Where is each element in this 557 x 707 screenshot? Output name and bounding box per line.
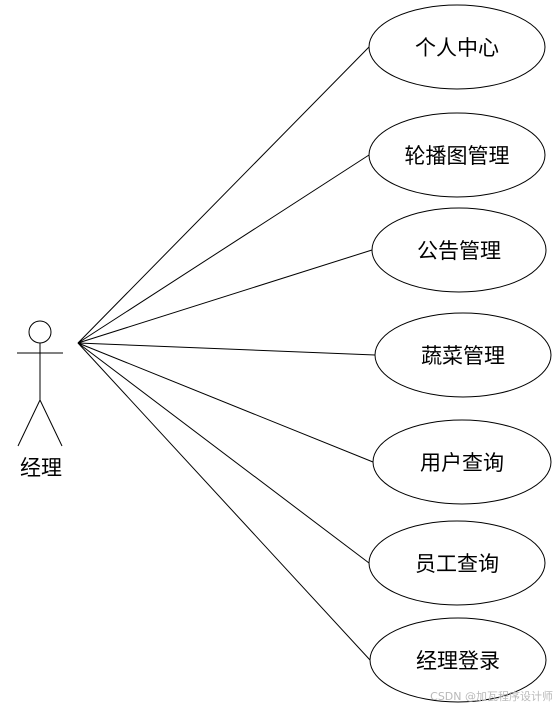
use-case-ellipse: [372, 419, 552, 505]
use-case-label: 用户查询: [420, 451, 504, 475]
use-case-label: 公告管理: [417, 239, 501, 263]
use-case-ellipse: [368, 520, 546, 606]
association-line: [77, 342, 370, 564]
association-line: [77, 46, 370, 344]
watermark: CSDN @加瓦程序设计师: [430, 689, 553, 703]
use-case-ellipse: [374, 312, 552, 398]
use-cases: [368, 4, 552, 703]
association-line: [77, 342, 371, 661]
use-case-ellipse: [368, 4, 546, 90]
actor-head: [28, 320, 52, 344]
association-line: [77, 342, 376, 356]
use-case-ellipse: [368, 112, 546, 198]
association-lines: [77, 46, 376, 661]
association-line: [77, 342, 374, 463]
actor-right-leg: [39, 399, 63, 447]
actor-figure: [17, 320, 63, 447]
actor-label: 经理: [20, 456, 62, 480]
use-case-label: 轮播图管理: [405, 144, 510, 168]
association-line: [77, 249, 373, 344]
actor-left-leg: [17, 399, 41, 447]
use-case-label: 个人中心: [415, 36, 499, 60]
use-case-label: 蔬菜管理: [421, 344, 505, 368]
use-case-label: 员工查询: [415, 552, 499, 576]
use-case-ellipse: [369, 617, 547, 703]
use-case-label: 经理登录: [416, 649, 500, 673]
association-line: [77, 154, 370, 344]
use-case-ellipse: [371, 207, 547, 293]
